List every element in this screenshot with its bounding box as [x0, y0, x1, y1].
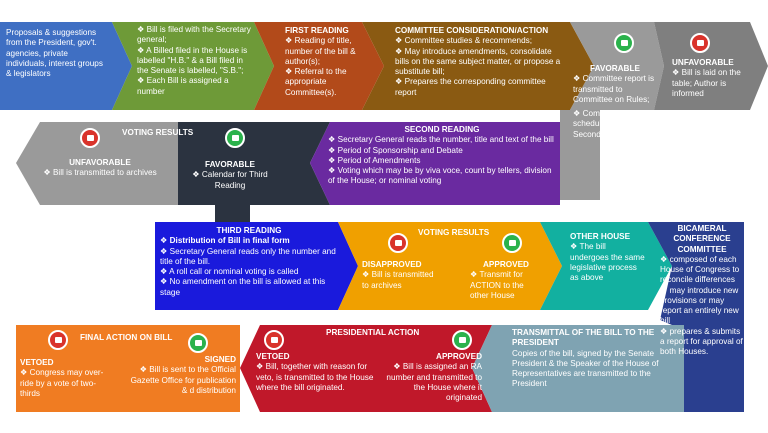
unfavorable-vote-block: UNFAVORABLE ❖ Bill is transmitted to arc… — [40, 158, 160, 179]
list-item: ❖ A roll call or nominal voting is calle… — [160, 267, 299, 276]
favorable-vote-title: FAVORABLE — [205, 160, 255, 169]
approved-block: APPROVED ❖ Transmit for ACTION to the ot… — [470, 260, 542, 301]
transmittal-text: Copies of the bill, signed by the Senate… — [512, 348, 659, 389]
list-item: ❖ Congress may over-ride by a vote of tw… — [20, 368, 104, 398]
thumbs-up-icon — [502, 233, 522, 253]
list-item: ❖ Bill is assigned an RA number and tran… — [386, 362, 482, 402]
transmittal-shape — [472, 325, 684, 412]
approved-president-block: APPROVED ❖ Bill is assigned an RA number… — [384, 352, 482, 403]
second-reading-block: SECOND READING ❖ Secretary General reads… — [328, 125, 556, 187]
favorable-committee-block: FAVORABLE ❖ Committee report is transmit… — [573, 64, 657, 140]
vetoed-final-title: VETOED — [20, 358, 54, 367]
list-item: ❖ Committee on Rules schedules the bill … — [573, 109, 657, 139]
list-item: ❖ Secretary General reads the number, ti… — [328, 135, 554, 145]
final-action-title: FINAL ACTION ON BILL — [80, 333, 173, 342]
bicameral-block: BICAMERAL CONFERENCE COMMITTEE ❖ compose… — [660, 224, 744, 357]
unfavorable-vote-title: UNFAVORABLE — [69, 158, 131, 167]
favorable-vote-block: FAVORABLE ❖ Calendar for Third Reading — [180, 160, 280, 191]
transmittal-block: TRANSMITTAL OF THE BILL TO THE PRESIDENT… — [512, 328, 678, 390]
first-reading-block: FIRST READING ❖ Reading of title, number… — [285, 26, 365, 98]
transmittal-title: TRANSMITTAL OF THE BILL TO THE PRESIDENT — [512, 328, 655, 348]
proposals-shape — [0, 22, 132, 110]
list-item: ❖ No amendment on the bill is allowed at… — [160, 277, 326, 297]
signed-block: SIGNED ❖ Bill is sent to the Official Ga… — [128, 355, 236, 396]
favorable-vote-shape — [178, 122, 330, 230]
first-reading-title: FIRST READING — [285, 26, 349, 35]
committee-shape — [362, 22, 594, 110]
favorable-title: FAVORABLE — [590, 64, 640, 73]
thumbs-down-icon — [264, 330, 284, 350]
list-item: ❖ Period of Sponsorship and Debate — [328, 145, 463, 155]
vetoed-president-block: VETOED ❖ Bill, together with reason for … — [256, 352, 374, 393]
list-item: ❖ Bill is transmitted to archives — [362, 270, 434, 290]
disapproved-block: DISAPPROVED ❖ Bill is transmitted to arc… — [362, 260, 442, 291]
list-item: ❖ Prepares the corresponding committee r… — [395, 77, 546, 97]
list-item: ❖ Bill is laid on the table; Author is i… — [672, 68, 741, 98]
voting-results-3-title: VOTING RESULTS — [418, 228, 490, 237]
favorable-committee-shape — [560, 22, 664, 200]
list-item: ❖ Bill is filed with the Secretary gener… — [137, 25, 251, 45]
vetoed-final-block: VETOED ❖ Congress may over-ride by a vot… — [20, 358, 110, 399]
vetoed-president-title: VETOED — [256, 352, 290, 361]
approved-title: APPROVED — [483, 260, 529, 269]
third-reading-title: THIRD READING — [216, 226, 282, 235]
list-item: ❖ Transmit for ACTION to the other House — [470, 270, 524, 300]
list-item: ❖ Referral to the appropriate Committee(… — [285, 67, 347, 97]
proposals-text: Proposals & suggestions from the Preside… — [6, 28, 103, 78]
list-item: ❖ The bill undergoes the same legislativ… — [570, 242, 645, 282]
list-item: ❖ composed of each House of Congress to … — [660, 254, 740, 285]
presidential-action-title: PRESIDENTIAL ACTION — [326, 328, 420, 337]
list-item: ❖ Period of Amendments — [328, 155, 421, 165]
first-reading-shape — [254, 22, 384, 110]
committee-block: COMMITTEE CONSIDERATION/ACTION ❖ Committ… — [395, 26, 565, 98]
second-reading-shape — [310, 122, 560, 205]
list-item: ❖ prepares & submits a report for approv… — [660, 326, 743, 357]
list-item: ❖ Committee report is transmitted to Com… — [573, 74, 655, 104]
thumbs-up-icon — [225, 128, 245, 148]
third-reading-shape — [155, 222, 358, 310]
list-item: ❖ Calendar for Third Reading — [192, 170, 268, 190]
third-reading-block: THIRD READING ❖ Distribution of Bill in … — [160, 226, 338, 298]
bicameral-title: BICAMERAL CONFERENCE COMMITTEE — [673, 224, 731, 254]
thumbs-down-icon — [388, 233, 408, 253]
list-item: ❖ may introduce new provisions or may re… — [660, 285, 739, 326]
list-item: ❖ Secretary General reads only the numbe… — [160, 246, 336, 266]
unfavorable-title: UNFAVORABLE — [672, 58, 734, 67]
thumbs-up-icon — [188, 333, 208, 353]
list-item: ❖ May introduce amendments, consolidate … — [395, 46, 561, 77]
list-item: ❖ Bill is transmitted to archives — [43, 168, 157, 178]
approved-president-title: APPROVED — [436, 352, 482, 361]
thumbs-down-icon — [80, 128, 100, 148]
list-item: ❖ Reading of title, number of the bill &… — [285, 36, 356, 66]
list-item: ❖ Each Bill is assigned a number — [137, 76, 229, 96]
thumbs-down-icon — [690, 33, 710, 53]
unfavorable-vote-shape — [16, 122, 178, 205]
unfavorable-committee-shape — [654, 22, 768, 110]
thumbs-up-icon — [452, 330, 472, 350]
thumbs-down-icon — [48, 330, 68, 350]
list-item: ❖ Voting which may be by viva voce, coun… — [328, 166, 552, 186]
second-reading-title: SECOND READING — [404, 125, 480, 134]
bicameral-shape — [648, 222, 744, 412]
filing-shape — [112, 22, 274, 110]
signed-title: SIGNED — [204, 355, 236, 364]
list-item: ❖ Committee studies & recommends; — [395, 36, 533, 46]
other-house-block: OTHER HOUSE ❖ The bill undergoes the sam… — [570, 232, 645, 283]
committee-title: COMMITTEE CONSIDERATION/ACTION — [395, 26, 549, 35]
other-house-title: OTHER HOUSE — [570, 232, 631, 241]
list-item: ❖ Bill, together with reason for veto, i… — [256, 362, 374, 392]
other-house-shape — [540, 222, 672, 310]
list-item: ❖ Distribution of Bill in final form — [160, 236, 290, 246]
final-action-shape — [16, 325, 240, 412]
thumbs-up-icon — [614, 33, 634, 53]
filing-list: ❖ Bill is filed with the Secretary gener… — [137, 25, 255, 97]
voting-results-title: VOTING RESULTS — [122, 128, 194, 137]
list-item: ❖ A Billed filed in the House is labelle… — [137, 45, 248, 76]
unfavorable-committee-block: UNFAVORABLE ❖ Bill is laid on the table;… — [672, 58, 750, 99]
presidential-action-shape — [240, 325, 492, 412]
list-item: ❖ Bill is sent to the Official Gazette O… — [130, 365, 236, 395]
disapproved-title: DISAPPROVED — [362, 260, 422, 269]
